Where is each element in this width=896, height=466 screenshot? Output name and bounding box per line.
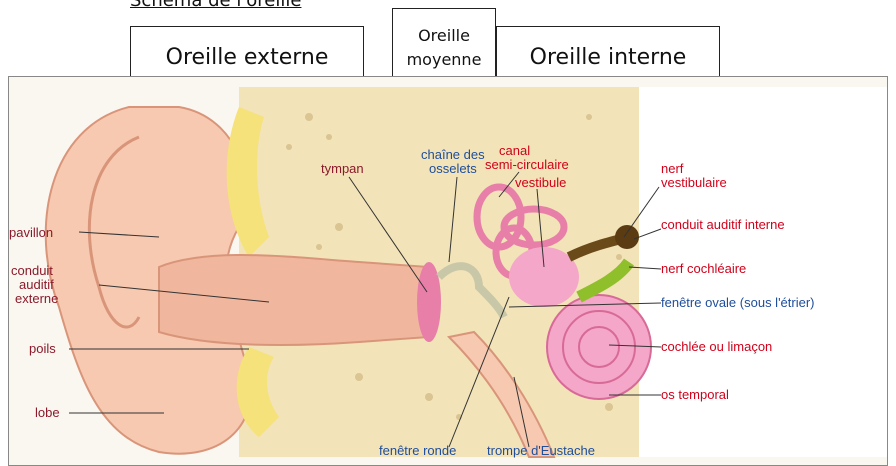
internal-canal-shape bbox=[615, 225, 639, 249]
label-trompe: trompe d'Eustache bbox=[487, 443, 595, 458]
label-nerf-vest-1: nerf bbox=[661, 161, 684, 176]
label-chaine-1: chaîne des bbox=[421, 147, 485, 162]
label-pavillon: pavillon bbox=[9, 225, 53, 240]
label-canal-1: canal bbox=[499, 143, 530, 158]
label-chaine-2: osselets bbox=[429, 161, 477, 176]
section-inner-ear-label: Oreille interne bbox=[530, 45, 687, 70]
label-os-temporal: os temporal bbox=[661, 387, 729, 402]
label-canal-2: semi-circulaire bbox=[485, 157, 569, 172]
label-nerf-cochleaire: nerf cochléaire bbox=[661, 261, 746, 276]
section-middle-ear-label-2: moyenne bbox=[407, 48, 482, 72]
ear-diagram-svg: pavillon conduit auditif externe poils l… bbox=[9, 77, 888, 466]
label-fenetre-ronde: fenêtre ronde bbox=[379, 443, 456, 458]
label-fenetre-ovale: fenêtre ovale (sous l'étrier) bbox=[661, 295, 815, 310]
page-heading: Schéma de l'oreille bbox=[130, 0, 301, 11]
ear-canal bbox=[159, 255, 429, 345]
label-tympan: tympan bbox=[321, 161, 364, 176]
label-nerf-vest-2: vestibulaire bbox=[661, 175, 727, 190]
label-cochlee: cochlée ou limaçon bbox=[661, 339, 772, 354]
label-conduit-2: auditif bbox=[19, 277, 54, 292]
label-vestibule: vestibule bbox=[515, 175, 566, 190]
section-middle-ear-label-1: Oreille bbox=[418, 24, 470, 48]
cochlea-shape bbox=[547, 295, 651, 399]
label-lobe: lobe bbox=[35, 405, 60, 420]
section-outer-ear-label: Oreille externe bbox=[166, 45, 329, 70]
label-conduit-3: externe bbox=[15, 291, 58, 306]
label-poils: poils bbox=[29, 341, 56, 356]
label-conduit-interne: conduit auditif interne bbox=[661, 217, 785, 232]
label-conduit-1: conduit bbox=[11, 263, 53, 278]
ear-anatomy-figure: pavillon conduit auditif externe poils l… bbox=[8, 76, 888, 466]
